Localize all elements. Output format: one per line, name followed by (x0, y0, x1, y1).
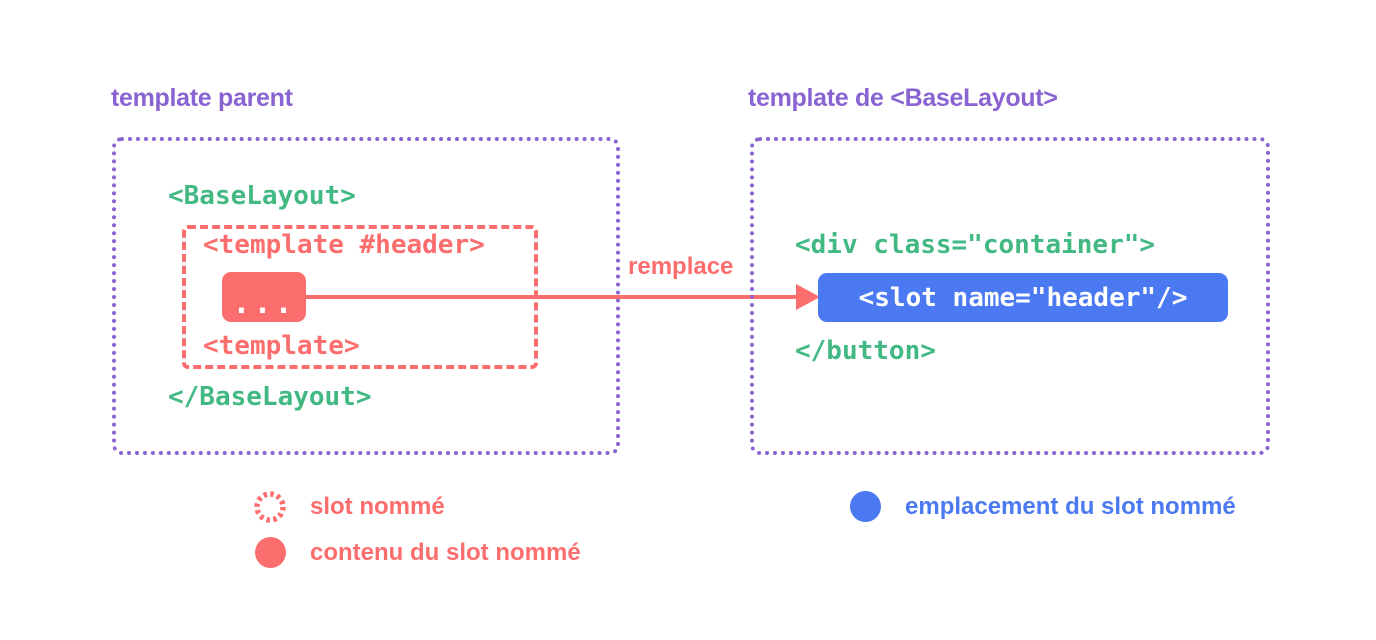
dotted-circle-icon (254, 491, 286, 523)
template-header-open-tag: <template #header> (203, 230, 485, 260)
baselayout-open-tag: <BaseLayout> (168, 181, 356, 211)
template-close-tag: <template> (203, 331, 360, 361)
legend-label-slot-placement: emplacement du slot nommé (905, 493, 1236, 520)
replace-arrow-line (306, 295, 800, 299)
legend-label-slot-content: contenu du slot nommé (310, 539, 581, 566)
left-panel-title: template parent (111, 84, 293, 112)
legend-label-named-slot: slot nommé (310, 493, 445, 520)
filled-blue-circle-icon (850, 491, 881, 522)
right-panel-title: template de <BaseLayout> (748, 84, 1058, 112)
arrow-head-icon (796, 284, 820, 310)
slot-content-chip: ... (222, 272, 306, 322)
baselayout-close-tag: </BaseLayout> (168, 382, 372, 412)
ellipsis-icon: ... (232, 286, 296, 321)
button-close-tag: </button> (795, 336, 936, 366)
div-container-open-tag: <div class="container"> (795, 230, 1156, 260)
slot-placement-chip: <slot name="header"/> (818, 273, 1228, 322)
filled-red-circle-icon (255, 537, 286, 568)
replace-arrow-label: remplace (628, 253, 734, 280)
slot-tag-text: <slot name="header"/> (858, 282, 1188, 313)
baselayout-template-box (750, 137, 1270, 455)
